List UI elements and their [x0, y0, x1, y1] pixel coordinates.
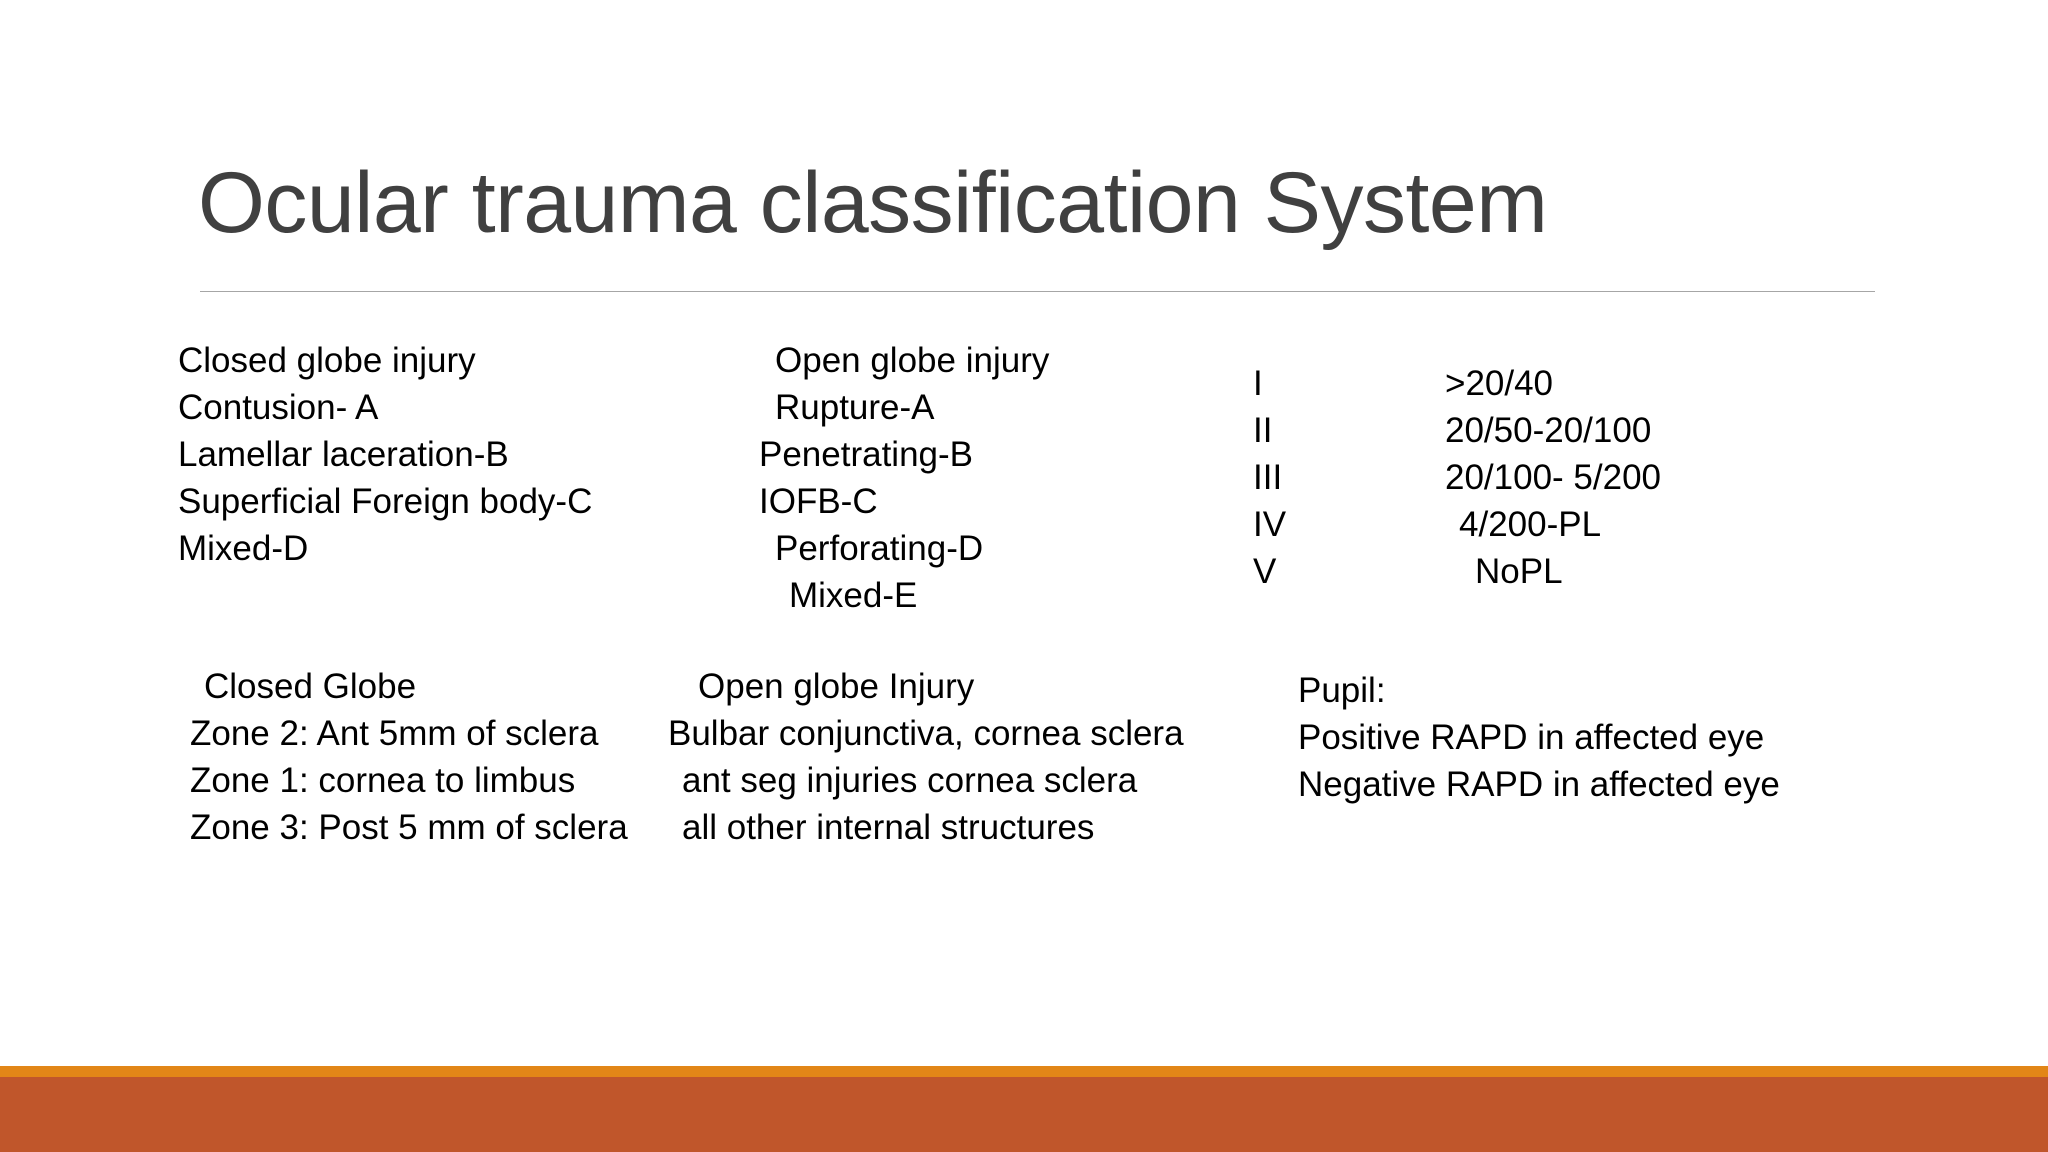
table-row: IV 4/200-PL — [1253, 501, 1661, 548]
list-item: Zone 3: Post 5 mm of sclera — [190, 808, 628, 847]
grade-acuity: 4/200-PL — [1459, 505, 1602, 544]
list-item: ant seg injuries cornea sclera — [682, 761, 1138, 800]
column-visual-acuity-grades: I >20/40 II 20/50-20/100 III 20/100- 5/2… — [1253, 360, 1661, 595]
column-closed-globe-injury: Closed globe injury Contusion- A Lamella… — [178, 337, 592, 572]
list-item: Zone 2: Ant 5mm of sclera — [190, 714, 599, 753]
page-title: Ocular trauma classification System — [198, 155, 1548, 251]
closed-globe-zones-heading: Closed Globe — [204, 667, 417, 706]
grade-numeral: V — [1253, 552, 1277, 591]
title-placeholder: Ocular trauma classification System — [198, 155, 1888, 251]
open-globe-heading: Open globe injury — [775, 341, 1050, 380]
grade-acuity: >20/40 — [1445, 364, 1554, 403]
list-item: Lamellar laceration-B — [178, 435, 509, 474]
grade-acuity: 20/100- 5/200 — [1445, 458, 1662, 497]
grade-numeral: II — [1253, 411, 1273, 450]
table-row: V NoPL — [1253, 548, 1661, 595]
list-item: all other internal structures — [682, 808, 1095, 847]
title-underline-rule — [200, 291, 1875, 292]
list-item: IOFB-C — [759, 482, 878, 521]
table-row: III 20/100- 5/200 — [1253, 454, 1661, 501]
table-row: I >20/40 — [1253, 360, 1661, 407]
pupil-heading: Pupil: — [1298, 671, 1386, 710]
list-item: Penetrating-B — [759, 435, 974, 474]
list-item: Mixed-D — [178, 529, 309, 568]
grade-acuity: NoPL — [1475, 552, 1563, 591]
column-open-globe-injury: Open globe injury Rupture-A Penetrating-… — [745, 337, 1049, 619]
list-item: Rupture-A — [775, 388, 935, 427]
closed-globe-heading: Closed globe injury — [178, 341, 476, 380]
column-pupil: Pupil: Positive RAPD in affected eye Neg… — [1298, 667, 1780, 808]
list-item: Positive RAPD in affected eye — [1298, 718, 1765, 757]
grade-acuity: 20/50-20/100 — [1445, 411, 1652, 450]
list-item: Mixed-E — [789, 576, 918, 615]
column-closed-globe-zones: Closed Globe Zone 2: Ant 5mm of sclera Z… — [190, 663, 628, 851]
grade-numeral: III — [1253, 458, 1283, 497]
table-row: II 20/50-20/100 — [1253, 407, 1661, 454]
list-item: Superficial Foreign body-C — [178, 482, 593, 521]
list-item: Zone 1: cornea to limbus — [190, 761, 576, 800]
grade-numeral: IV — [1253, 505, 1287, 544]
open-globe-zones-heading: Open globe Injury — [698, 667, 975, 706]
column-open-globe-zones: Open globe Injury Bulbar conjunctiva, co… — [668, 663, 1184, 851]
footer-accent-bar-terracotta — [0, 1077, 2048, 1152]
list-item: Bulbar conjunctiva, cornea sclera — [668, 714, 1184, 753]
footer-accent-bar-orange — [0, 1066, 2048, 1077]
grade-numeral: I — [1253, 364, 1263, 403]
list-item: Perforating-D — [775, 529, 984, 568]
list-item: Negative RAPD in affected eye — [1298, 765, 1780, 804]
list-item: Contusion- A — [178, 388, 379, 427]
